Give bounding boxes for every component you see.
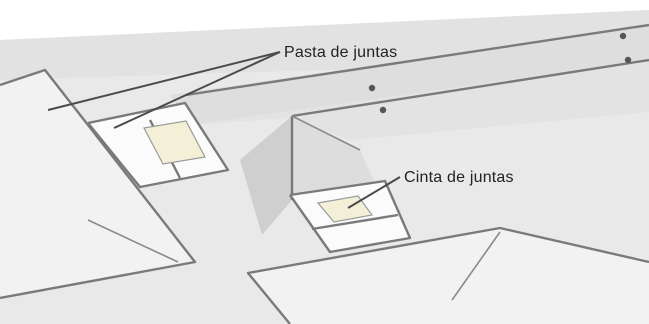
beam-front-face (190, 60, 649, 140)
bottom-panel-inner-edge (451, 231, 501, 301)
left-joint-tape (143, 120, 206, 165)
label-joint-tape: Cinta de juntas (404, 169, 514, 186)
beam-vertical-side (240, 116, 292, 235)
right-patch-edge (289, 179, 412, 254)
label-joint-compound: Pasta de juntas (284, 44, 397, 61)
leader-compound-1 (47, 51, 281, 111)
leader-tape (347, 176, 401, 209)
left-panel (0, 70, 195, 298)
screw-icon (379, 106, 387, 114)
beam-edge-bottom (291, 58, 649, 118)
screw-icon (624, 56, 632, 64)
beam-vertical-front (292, 116, 380, 200)
beam-edge-top (185, 23, 649, 97)
bottom-panel-edge (246, 226, 649, 324)
beam-vertical-edge2 (291, 115, 361, 151)
left-panel-inner-edge (87, 219, 179, 263)
beam-top-face (170, 25, 649, 125)
bottom-panel (248, 228, 649, 324)
right-patch-divider (311, 213, 399, 231)
screw-icon (619, 32, 627, 40)
screw-icon (368, 84, 376, 92)
leader-compound-2 (113, 51, 281, 129)
left-panel-edge (0, 68, 197, 300)
